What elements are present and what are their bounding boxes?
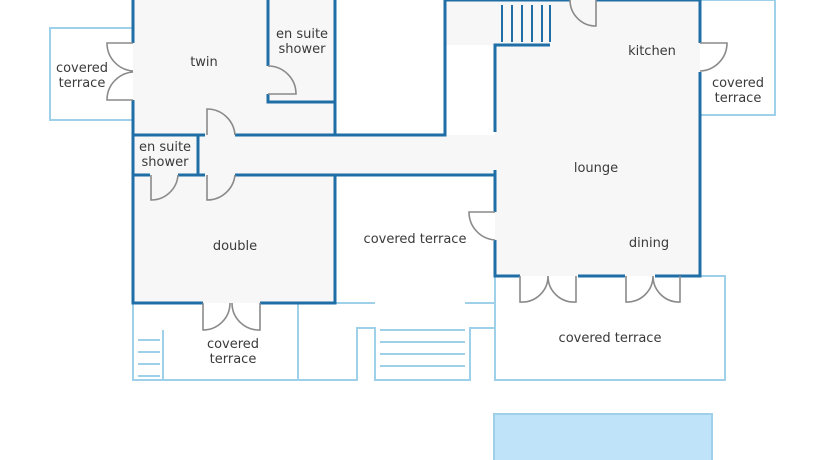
room-terrace-bottom-right: covered terrace [559, 331, 662, 346]
doors[interactable] [106, 0, 728, 331]
room-double: double [213, 239, 257, 254]
room-terrace-center: covered terrace [364, 232, 467, 247]
room-fills [133, 0, 700, 303]
stairs-icon [501, 5, 551, 42]
room-terrace-right-1: covered [712, 76, 764, 91]
room-terrace-right-2: terrace [715, 91, 762, 106]
room-ensuite-top-2: shower [279, 42, 327, 57]
room-ensuite-left-2: shower [142, 155, 190, 170]
room-ensuite-left-1: en suite [139, 140, 191, 155]
pool [493, 413, 713, 460]
room-kitchen: kitchen [628, 44, 676, 59]
room-dining: dining [629, 236, 669, 251]
room-lounge: lounge [574, 161, 618, 176]
room-ensuite-top-1: en suite [276, 27, 328, 42]
room-terrace-bottom-left-1: covered [207, 337, 259, 352]
room-twin: twin [190, 55, 218, 70]
walls [131, 0, 702, 305]
room-terrace-left-2: terrace [59, 76, 106, 91]
outdoor-lines [49, 0, 776, 460]
room-terrace-bottom-left-2: terrace [210, 352, 257, 367]
room-terrace-left-1: covered [56, 61, 108, 76]
